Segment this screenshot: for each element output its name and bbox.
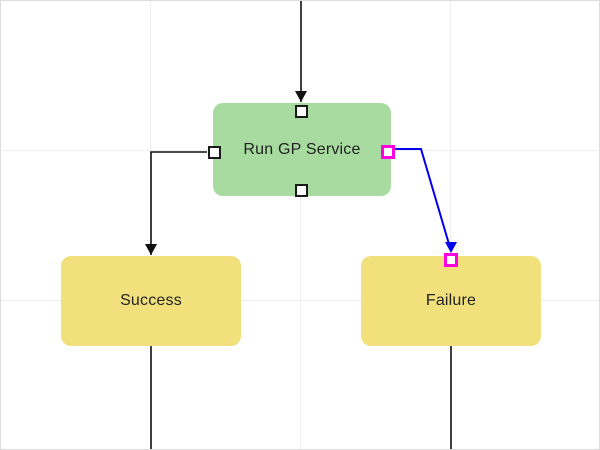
node-label-run-gp-service: Run GP Service (243, 140, 361, 158)
edge-run-gp-service-to-success[interactable] (150, 151, 207, 255)
node-label-success: Success (120, 292, 182, 309)
edge-run-gp-service-to-success-arrowhead (145, 244, 157, 255)
port-bottom-run-gp-service[interactable] (294, 183, 308, 197)
port-top-run-gp-service[interactable] (294, 104, 308, 118)
edge-run-gp-service-to-failure[interactable] (395, 148, 452, 252)
node-success[interactable]: Success (61, 256, 241, 346)
node-label-failure: Failure (425, 292, 477, 309)
node-run-gp-service[interactable]: Run GP Service (207, 103, 395, 197)
edge-incoming-to-run-gp-service-arrowhead (295, 91, 307, 102)
port-right-run-gp-service[interactable] (381, 145, 395, 159)
port-left-run-gp-service[interactable] (207, 145, 221, 159)
port-top-failure[interactable] (444, 253, 458, 267)
edge-run-gp-service-to-failure-arrowhead (445, 242, 457, 253)
node-failure[interactable]: Failure (361, 253, 541, 346)
